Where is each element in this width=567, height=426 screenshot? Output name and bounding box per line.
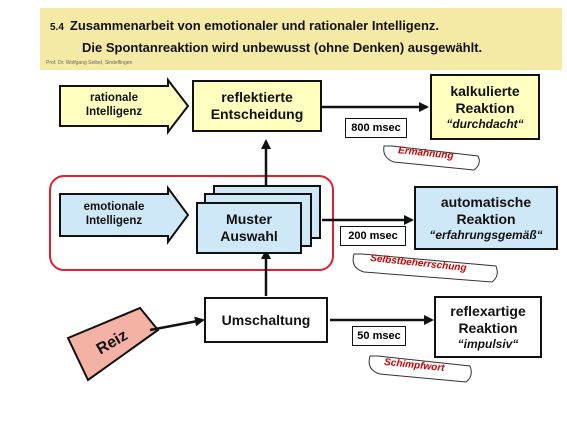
timing-automatic: 200 msec	[340, 226, 406, 246]
emotional-block-arrow	[59, 184, 190, 246]
author-credit: Prof. Dr. Wolfgang Seibel, Sindelfingen	[46, 60, 133, 66]
timing-reflex: 50 msec	[352, 326, 406, 346]
reflex-reaction: reflexartige Reaktion “impulsiv“	[434, 296, 542, 358]
calculated-quality: “durchdacht“	[446, 116, 524, 131]
emotional-intelligence: emotionale Intelligenz	[83, 201, 145, 227]
switching: Umschaltung	[204, 297, 328, 343]
arrow-stimulus-to-switch	[149, 316, 205, 332]
stimulus-tag-shape	[66, 306, 160, 382]
pattern-selection: Muster Auswahl	[196, 202, 302, 254]
automatic-quality: “erfahrungsgemäß“	[429, 227, 543, 242]
note-ribbon-calculated	[383, 145, 480, 171]
reflected-decision: reflektierte Entscheidung	[192, 80, 322, 132]
timing-calculated: 800 msec	[345, 118, 407, 138]
automatic-reaction: automatische Reaktion “erfahrungsgemäß“	[414, 186, 558, 250]
note-ribbon-reflex	[368, 355, 472, 383]
emotional-group-outline	[49, 175, 334, 271]
rational-block-arrow	[59, 77, 190, 135]
reflex-quality: “impulsiv“	[457, 336, 519, 351]
section-number: 5.4	[50, 22, 64, 33]
note-ribbon-automatic	[352, 253, 498, 283]
rational-intelligence: rationale Intelligenz	[85, 92, 143, 118]
title-line-2: Die Spontanreaktion wird unbewusst (ohne…	[82, 40, 483, 55]
calculated-reaction: kalkulierte Reaktion “durchdacht“	[430, 74, 540, 140]
